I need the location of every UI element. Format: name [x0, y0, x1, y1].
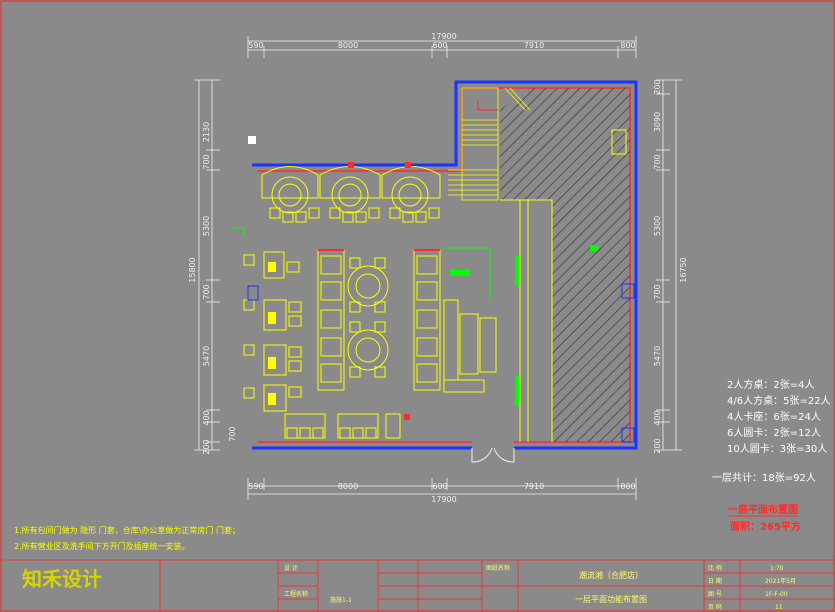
- scale-value: 1:70: [770, 565, 784, 572]
- left-seg-6: 400: [202, 410, 211, 425]
- column-red-1: [348, 162, 354, 168]
- drawing-name: 一层平面功能布置图: [575, 594, 647, 604]
- seat-line-4: 6人圆卡：2张=12人: [727, 426, 821, 439]
- bottom-seg-2: 8000: [338, 482, 358, 491]
- bottom-seg-5: 800: [620, 482, 635, 491]
- entrance-door: [471, 447, 515, 463]
- wall-column-left: [247, 285, 259, 301]
- right-dimensions: [656, 79, 682, 451]
- project-col-label: 工程名称: [284, 590, 308, 598]
- bottom-dimensions: [247, 478, 637, 500]
- title-block: [1, 559, 834, 612]
- column-marker: [248, 136, 256, 144]
- left-seg-4: 700: [202, 284, 211, 299]
- page-label: 页 码: [708, 603, 722, 611]
- scale-label: 比 例: [708, 564, 722, 572]
- seat-line-2: 4/6人方桌：5张=22人: [727, 394, 831, 407]
- left-seg-3: 5300: [202, 216, 211, 236]
- right-seg-1: 200: [653, 79, 662, 94]
- note-2: 2.所有营业区及洗手间下方开门及插座统一安装。: [14, 541, 190, 551]
- stair-arrow: [477, 100, 498, 111]
- hatched-area: [500, 88, 630, 442]
- side-door-mark: [232, 227, 245, 236]
- date-label: 日 期: [708, 577, 722, 585]
- right-seg-3: 700: [653, 154, 662, 169]
- bottom-tables: [284, 413, 401, 439]
- wall-column-right: [621, 283, 635, 299]
- date-value: 2021年5月: [765, 577, 796, 585]
- sheet-code-label: 图 号: [708, 591, 722, 598]
- top-seg-2: 8000: [338, 41, 358, 50]
- top-seg-3: 600: [432, 41, 447, 50]
- right-seg-7: 400: [653, 410, 662, 425]
- bar-label-mark: [450, 270, 470, 276]
- right-seg-4: 5300: [653, 216, 662, 236]
- left-total-dim: 15800: [188, 257, 197, 282]
- drawing-col-label: 图纸名称: [486, 564, 510, 572]
- bar-area: [443, 200, 529, 442]
- left-square-tables: [243, 251, 302, 412]
- right-seg-8: 200: [653, 438, 662, 453]
- stair-landing: [611, 129, 627, 155]
- left-seg-1: 2130: [202, 122, 211, 142]
- top-total-dim: 17900: [431, 32, 456, 41]
- corridor-mark-2: [515, 376, 519, 406]
- right-seg-6: 5470: [653, 346, 662, 366]
- left-seg-8: 200: [202, 439, 211, 454]
- staircase: [448, 87, 531, 201]
- seat-total: 一层共计：18张=92人: [712, 471, 816, 484]
- right-seg-2: 3090: [653, 112, 662, 132]
- left-seg-2: 700: [202, 154, 211, 169]
- left-table-fills: [268, 262, 276, 405]
- top-seg-1: 590: [248, 41, 263, 50]
- sheet-code-value: 1F-F-00: [765, 591, 788, 598]
- top-seg-4: 7910: [524, 41, 544, 50]
- seat-line-5: 10人圆卡：3张=30人: [727, 442, 827, 455]
- top-dimensions: [247, 36, 637, 58]
- column-red-2: [405, 162, 411, 168]
- left-dimensions: [194, 79, 220, 451]
- top-seg-5: 800: [620, 41, 635, 50]
- left-seg-5: 5470: [202, 346, 211, 366]
- project-name: 潮流湘（合肥店）: [579, 570, 643, 580]
- bottom-seg-4: 7910: [524, 482, 544, 491]
- column-red-3: [404, 414, 410, 420]
- bottom-seg-3: 600: [432, 482, 447, 491]
- hatched-area-edge: [500, 199, 553, 442]
- number-value: 11: [775, 604, 783, 611]
- bottom-total-dim: 17900: [431, 495, 456, 504]
- wall-column-corner: [621, 427, 635, 443]
- plan-area: 面积：265平方: [730, 520, 801, 533]
- note-1: 1.所有包间门做为 隐形 门套，仓库\办公室做为正常房门 门套；: [14, 525, 240, 535]
- left-seg-7: 700: [228, 426, 237, 441]
- seat-line-1: 2人方桌：2张=4人: [727, 378, 814, 391]
- right-total-dim: 16750: [679, 257, 688, 282]
- company-logo: 知禾设计: [22, 567, 102, 591]
- right-seg-5: 700: [653, 284, 662, 299]
- seat-line-3: 4人卡座：6张=24人: [727, 410, 821, 423]
- design-col: 设 计: [284, 564, 298, 572]
- corridor-mark-1: [515, 256, 519, 286]
- drawing-no: 施施1-1: [330, 596, 352, 604]
- plan-title: 一层平面布置图: [728, 503, 798, 516]
- bottom-seg-1: 590: [248, 482, 263, 491]
- round-booths: [261, 166, 441, 223]
- storage-label-mark: [590, 245, 598, 251]
